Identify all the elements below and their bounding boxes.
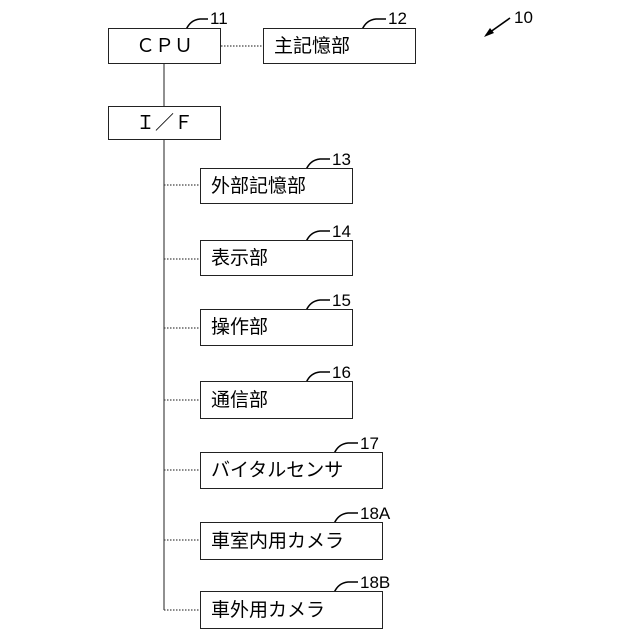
vital-sensor-ref: 17 xyxy=(360,435,379,452)
operation-ref: 15 xyxy=(332,292,351,309)
external-storage-ref: 13 xyxy=(332,151,351,168)
communication-block: 通信部 xyxy=(200,381,353,419)
communication-label: 通信部 xyxy=(211,391,268,410)
external-storage-block: 外部記憶部 xyxy=(200,168,353,204)
vital-sensor-label: バイタルセンサ xyxy=(211,461,343,480)
main-memory-block: 主記憶部 xyxy=(263,28,416,64)
cpu-label: ＣＰＵ xyxy=(136,37,193,56)
display-ref: 14 xyxy=(332,223,351,240)
interface-label: Ｉ／Ｆ xyxy=(136,114,193,133)
communication-ref: 16 xyxy=(332,364,351,381)
exterior-camera-block: 車外用カメラ xyxy=(200,591,383,629)
main-memory-ref: 12 xyxy=(388,10,407,27)
exterior-camera-label: 車外用カメラ xyxy=(211,601,325,620)
interface-block: Ｉ／Ｆ xyxy=(108,106,221,140)
display-block: 表示部 xyxy=(200,240,353,276)
external-storage-label: 外部記憶部 xyxy=(211,177,306,196)
in-cabin-camera-label: 車室内用カメラ xyxy=(211,532,344,551)
vital-sensor-block: バイタルセンサ xyxy=(200,452,383,489)
cpu-block: ＣＰＵ xyxy=(108,28,221,64)
cpu-ref: 11 xyxy=(210,10,228,27)
exterior-camera-ref: 18B xyxy=(360,574,390,591)
in-cabin-camera-block: 車室内用カメラ xyxy=(200,522,383,560)
in-cabin-camera-ref: 18A xyxy=(360,505,390,522)
figure-ref-label: 10 xyxy=(514,9,533,26)
display-label: 表示部 xyxy=(211,249,268,268)
operation-block: 操作部 xyxy=(200,309,353,346)
figure-arrow-head xyxy=(484,28,494,37)
operation-label: 操作部 xyxy=(211,318,268,337)
main-memory-label: 主記憶部 xyxy=(274,37,350,56)
